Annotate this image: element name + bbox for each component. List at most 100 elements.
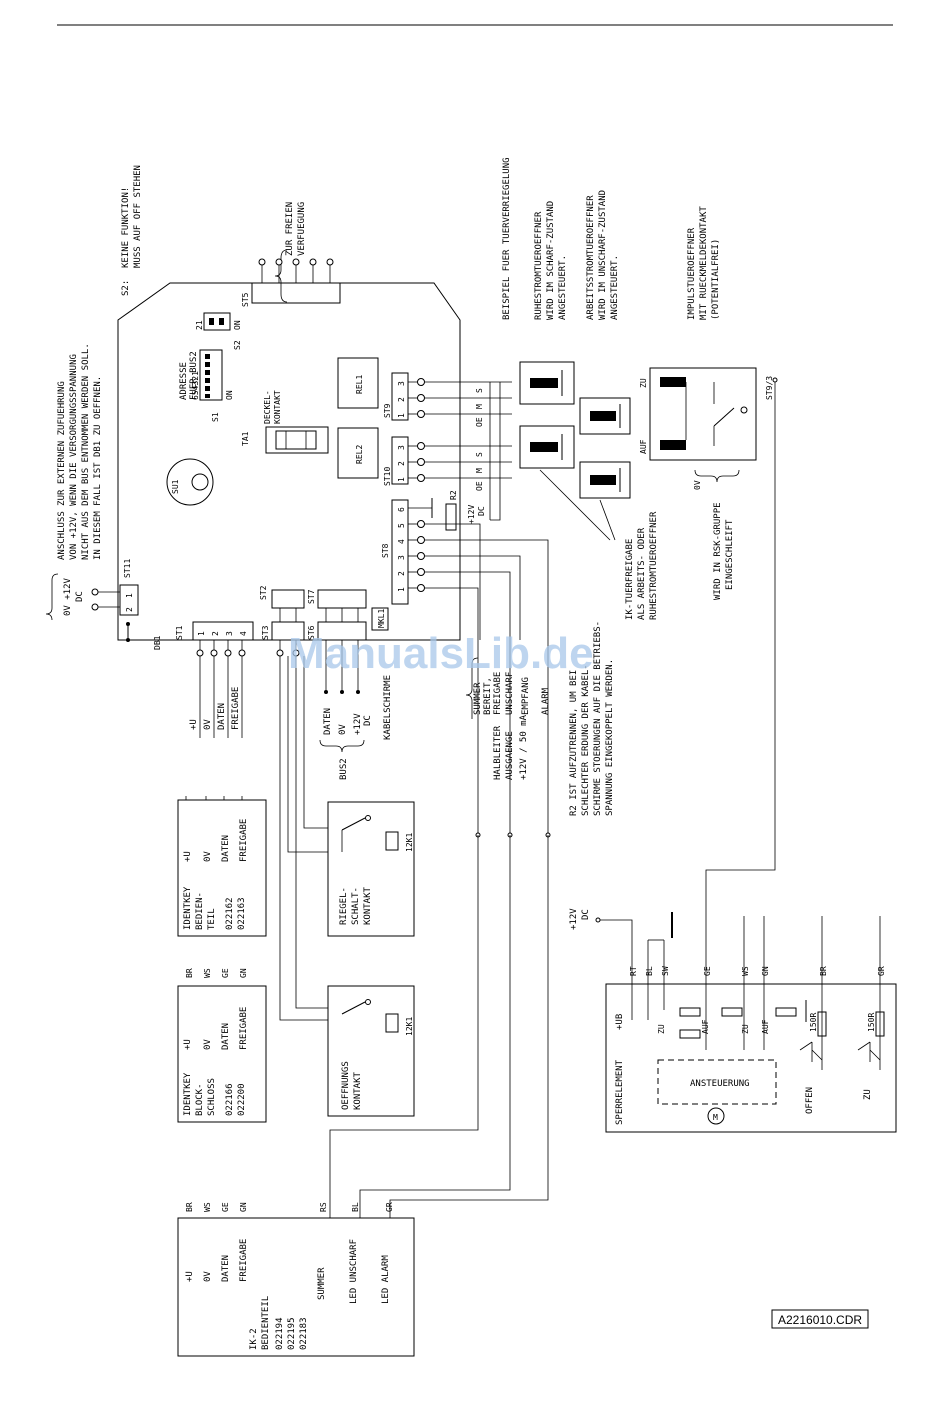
svg-text:BEDIENTEIL: BEDIENTEIL (261, 1296, 271, 1350)
svg-text:OE: OE (475, 417, 484, 427)
svg-text:ON: ON (225, 390, 234, 400)
svg-text:IK-2: IK-2 (249, 1328, 259, 1350)
ik-note: IK-TUERFREIGABE ALS ARBEITS- ODER RUHEST… (625, 511, 659, 620)
svg-text:S1: S1 (211, 412, 220, 422)
svg-text:1: 1 (397, 413, 406, 418)
svg-text:+U: +U (183, 851, 193, 862)
svg-text:0V: 0V (203, 1271, 213, 1282)
svg-text:ADRESSE: ADRESSE (179, 362, 189, 400)
st3-connector: ST3 (261, 621, 305, 657)
svg-text:VERFUEGUNG: VERFUEGUNG (297, 202, 307, 256)
svg-text:2: 2 (397, 461, 406, 466)
db1-jumper: DB1 (126, 622, 162, 650)
su1-buzzer: SU1 (166, 458, 214, 506)
svg-text:RS: RS (319, 1202, 328, 1212)
svg-text:BR: BR (185, 1202, 194, 1212)
watermark: ManualsLib.de (288, 629, 594, 678)
svg-text:ANGESTEUERT.: ANGESTEUERT. (610, 255, 620, 320)
svg-text:LED ALARM: LED ALARM (381, 1255, 391, 1304)
svg-text:DATEN: DATEN (217, 703, 227, 730)
svg-text:BUS2: BUS2 (339, 758, 349, 780)
reference-code: A2216010.CDR (771, 1309, 869, 1329)
svg-text:RIEGEL-: RIEGEL- (339, 887, 349, 925)
svg-text:GE: GE (221, 1202, 230, 1212)
svg-text:ST2: ST2 (259, 585, 268, 600)
svg-text:+12V: +12V (467, 505, 476, 524)
st10-connector: 3 2 1 ST10 S M OE (383, 436, 512, 491)
main-board-outline (117, 282, 461, 641)
riegelschaltkontakt: 12K1 RIEGEL- SCHALT- KONTAKT (327, 801, 415, 937)
svg-text:2: 2 (211, 631, 220, 636)
svg-text:ANSTEUERUNG: ANSTEUERUNG (690, 1079, 750, 1089)
svg-text:BEISPIEL FUER TUERVERRIEGELUNG: BEISPIEL FUER TUERVERRIEGELUNG (502, 157, 512, 320)
svg-text:WIRD IN RSK-GRUPPE: WIRD IN RSK-GRUPPE (713, 502, 723, 600)
svg-text:0V: 0V (693, 480, 702, 490)
svg-text:3: 3 (225, 631, 234, 636)
s2-dip-switch: ON 21 S2 (195, 312, 242, 350)
svg-text:ST6: ST6 (307, 625, 316, 640)
svg-text:SCHALT-: SCHALT- (351, 887, 361, 925)
svg-text:(POTENTIALFREI): (POTENTIALFREI) (711, 239, 721, 320)
svg-text:KONTAKT: KONTAKT (273, 390, 282, 424)
svg-text:SW: SW (661, 966, 670, 976)
free-use-note: ZUR FREIEN VERFUEGUNG (274, 202, 307, 303)
svg-text:2: 2 (125, 607, 134, 612)
svg-text:UNSCHARF: UNSCHARF (505, 672, 515, 715)
svg-text:S: S (475, 388, 484, 393)
bus2-signals: DATEN 0V +12V DC BUS2 KABELSCHIRME (319, 675, 393, 780)
svg-text:SUMMER: SUMMER (317, 1267, 327, 1300)
svg-text:+12V / 50 mA: +12V / 50 mA (519, 714, 529, 780)
svg-text:RUHESTROMTUEROEFFNER: RUHESTROMTUEROEFFNER (534, 211, 544, 320)
svg-text:EMPFANG: EMPFANG (521, 677, 531, 715)
svg-text:ST1: ST1 (175, 625, 184, 640)
svg-text:0V +12V: 0V +12V (63, 577, 73, 616)
svg-text:4: 4 (397, 539, 406, 544)
svg-text:1: 1 (397, 477, 406, 482)
svg-text:ST7: ST7 (307, 589, 316, 604)
svg-text:EINGESCHLEIFT: EINGESCHLEIFT (725, 519, 735, 590)
svg-text:WIRD IM UNSCHARF-ZUSTAND: WIRD IM UNSCHARF-ZUSTAND (598, 190, 608, 320)
svg-text:ST5: ST5 (241, 292, 250, 307)
svg-text:AUSGAENGE: AUSGAENGE (505, 731, 515, 780)
svg-text:IK-TUERFREIGABE: IK-TUERFREIGABE (625, 539, 635, 620)
svg-text:MUSS AUF OFF STEHEN: MUSS AUF OFF STEHEN (133, 165, 143, 268)
svg-text:150R: 150R (809, 1013, 818, 1032)
svg-text:ZUR FREIEN: ZUR FREIEN (285, 202, 295, 256)
svg-text:RUHESTROMTUEROEFFNER: RUHESTROMTUEROEFFNER (649, 511, 659, 620)
svg-text:WS: WS (203, 968, 212, 978)
svg-text:KONTAKT: KONTAKT (353, 1071, 363, 1110)
svg-text:WS: WS (203, 1202, 212, 1212)
door-openers (519, 361, 631, 541)
svg-text:2: 2 (397, 571, 406, 576)
svg-text:BEREIT,: BEREIT, (483, 677, 493, 715)
svg-text:RT: RT (629, 966, 638, 976)
svg-text:ST9: ST9 (383, 403, 392, 418)
svg-text:0V: 0V (338, 724, 348, 735)
svg-text:1: 1 (197, 631, 206, 636)
svg-text:ANGESTEUERT.: ANGESTEUERT. (558, 255, 568, 320)
svg-text:OEFFNUNGS: OEFFNUNGS (341, 1061, 351, 1110)
svg-text:BL: BL (351, 1202, 360, 1212)
st5-connector: ST5 (241, 258, 341, 307)
svg-text:0V: 0V (203, 851, 213, 862)
svg-text:DB1: DB1 (153, 635, 162, 650)
svg-text:R2: R2 (449, 490, 458, 500)
svg-text:BEDIEN-: BEDIEN- (195, 892, 205, 930)
svg-text:ST10: ST10 (383, 467, 392, 486)
svg-text:654321: 654321 (191, 371, 200, 400)
svg-text:A2216010.CDR: A2216010.CDR (778, 1313, 862, 1327)
svg-text:LED UNSCHARF: LED UNSCHARF (349, 1239, 359, 1304)
oeffnungskontakt: 12K1 OEFFNUNGS KONTAKT (327, 985, 415, 1117)
svg-text:DATEN: DATEN (221, 835, 231, 862)
st9-connector: 3 2 1 ST9 S M OE (383, 372, 512, 427)
svg-text:5: 5 (397, 523, 406, 528)
svg-text:ST11: ST11 (123, 559, 132, 578)
svg-text:DC: DC (363, 715, 373, 726)
svg-text:+12V: +12V (569, 908, 579, 930)
svg-text:0V: 0V (203, 719, 213, 730)
ext-supply-note: ANSCHLUSS ZUR EXTERNEN ZUFUEHRUNG VON +1… (57, 343, 103, 560)
svg-text:R2 IST AUFZUTRENNEN, UM BEI: R2 IST AUFZUTRENNEN, UM BEI (569, 670, 579, 816)
svg-text:ST3: ST3 (261, 625, 270, 640)
svg-text:KEINE FUNKTION!: KEINE FUNKTION! (121, 187, 131, 268)
svg-text:FREIGABE: FREIGABE (493, 672, 503, 715)
